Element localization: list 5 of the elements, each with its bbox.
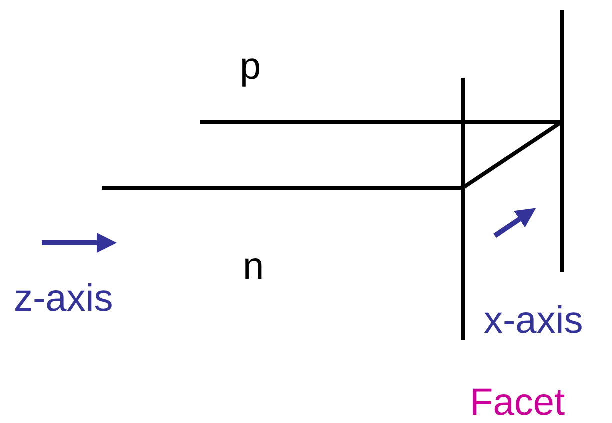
facet-label: Facet	[470, 384, 566, 422]
axis-label: z-axis	[14, 280, 114, 318]
layer-label: p	[240, 48, 262, 86]
layer-label: n	[243, 248, 264, 286]
axis-label: x-axis	[484, 302, 584, 340]
